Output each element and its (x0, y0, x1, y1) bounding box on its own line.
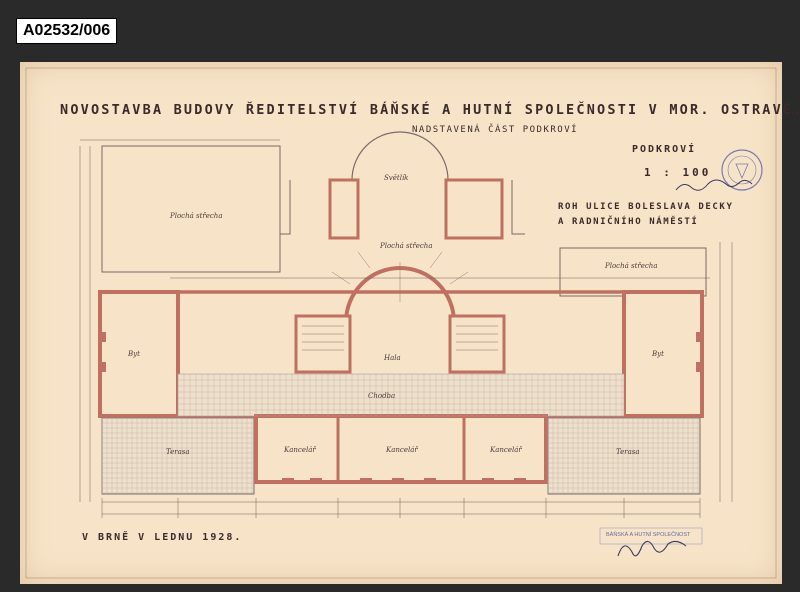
drawing-subtitle: NADSTAVENÁ ČÁST PODKROVÍ (412, 125, 579, 135)
floor-plan-drawing (25, 67, 777, 579)
room-label-terrace-right: Terasa (616, 448, 640, 456)
room-label-center-roof: Plochá střecha (380, 242, 433, 250)
street-address-line2: A RADNIČNÍHO NÁMĚSTÍ (558, 217, 699, 227)
room-label-left-room: Byt (128, 350, 140, 358)
room-label-right-roof: Plochá střecha (605, 262, 658, 270)
scale-label: 1 : 100 (644, 166, 712, 179)
place-date: V BRNĚ V LEDNU 1928. (82, 532, 243, 543)
room-label-right-room: Byt (652, 350, 664, 358)
company-stamp-text: BÁŇSKÁ A HUTNÍ SPOLEČNOST (606, 532, 691, 538)
room-label-bottom-2: Kancelář (386, 446, 418, 454)
room-label-terrace-left: Terasa (166, 448, 190, 456)
architectural-drawing-sheet: NOVOSTAVBA BUDOVY ŘEDITELSTVÍ BÁŇSKÉ A H… (20, 62, 800, 584)
room-label-court: Světlík (384, 174, 409, 182)
room-label-corridor: Chodba (368, 392, 396, 400)
room-label-bottom-1: Kancelář (284, 446, 316, 454)
round-stamp-icon (721, 149, 763, 191)
room-label-bottom-3: Kancelář (490, 446, 522, 454)
room-label-hall: Hala (384, 354, 401, 362)
floor-label: PODKROVÍ (632, 144, 697, 155)
room-label-left-roof: Plochá střecha (170, 212, 223, 220)
archive-id-label: A02532/006 (16, 18, 118, 44)
drawing-title: NOVOSTAVBA BUDOVY ŘEDITELSTVÍ BÁŇSKÉ A H… (60, 102, 800, 118)
street-address-line1: ROH ULICE BOLESLAVA DECKY (558, 202, 734, 212)
